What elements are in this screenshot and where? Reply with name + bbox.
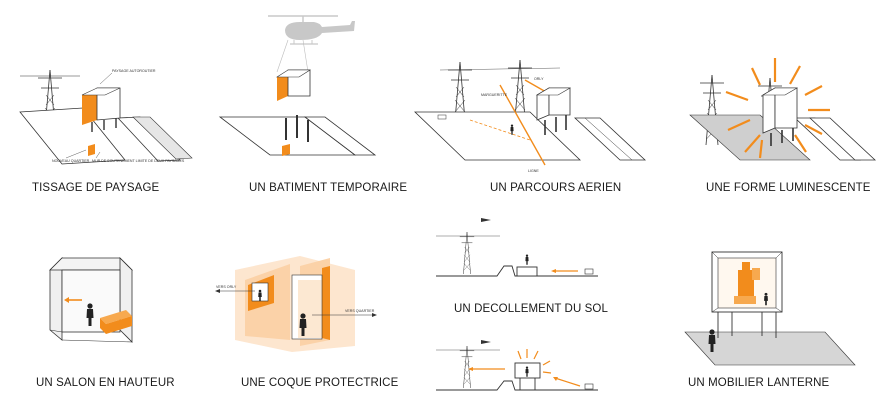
- car-icon: [437, 114, 447, 120]
- label-orly: ORLY: [534, 77, 544, 81]
- panel-un-parcours-aerien: ORLY MARGUERITTE LIGNE: [414, 59, 647, 173]
- panel-tissage-de-paysage: PAYSAGE AUTOROUTIER NOUVEAU QUARTIER MUR…: [19, 69, 193, 165]
- caption-un-parcours-aerien: UN PARCOURS AERIEN: [490, 182, 622, 194]
- person-icon: [525, 254, 529, 265]
- light-rays: [725, 58, 830, 159]
- panel-une-forme-luminescente: [689, 58, 877, 161]
- panel-un-batiment-temporaire: [218, 15, 377, 156]
- ground-plane: [19, 107, 126, 165]
- caption-un-mobilier-lanterne: UN MOBILIER LANTERNE: [688, 377, 830, 389]
- label-ligne: LIGNE: [528, 169, 539, 173]
- label-nouveau-quartier: NOUVEAU QUARTIER: [52, 159, 90, 163]
- caption-une-coque-protectrice: UNE COQUE PROTECTRICE: [241, 377, 399, 389]
- car-icon: [584, 268, 594, 275]
- panel-un-salon-en-hauteur: [49, 257, 133, 343]
- car-icon: [584, 383, 594, 390]
- label-mur-de-soutenement: MUR DE SOUTENEMENT LIMITE DE DEUX PAYSAG…: [92, 159, 185, 163]
- caption-un-decollement-du-sol: UN DECOLLEMENT DU SOL: [454, 303, 608, 315]
- panel-decollement-detail: [436, 340, 598, 391]
- panel-un-decollement-du-sol: [436, 218, 598, 277]
- airplane-icon: [481, 218, 491, 222]
- panel-un-mobilier-lanterne: [684, 251, 856, 366]
- caption-un-batiment-temporaire: UN BATIMENT TEMPORAIRE: [249, 182, 408, 194]
- airplane-icon: [481, 340, 491, 344]
- panel-une-coque-protectrice: VERS ORLY VERS QUARTIER: [215, 256, 377, 352]
- label-vers-quartier: VERS QUARTIER: [345, 309, 375, 313]
- helicopter-icon: [268, 15, 355, 45]
- caption-tissage-de-paysage: TISSAGE DE PAYSAGE: [32, 182, 160, 194]
- label-vers-orly: VERS ORLY: [216, 285, 237, 289]
- label-margueritte: MARGUERITTE: [481, 93, 508, 97]
- orange-facade: [82, 88, 97, 125]
- label-paysage-autoroutier: PAYSAGE AUTOROUTIER: [112, 69, 156, 73]
- caption-un-salon-en-hauteur: UN SALON EN HAUTEUR: [36, 377, 175, 389]
- caption-une-forme-luminescente: UNE FORME LUMINESCENTE: [706, 182, 871, 194]
